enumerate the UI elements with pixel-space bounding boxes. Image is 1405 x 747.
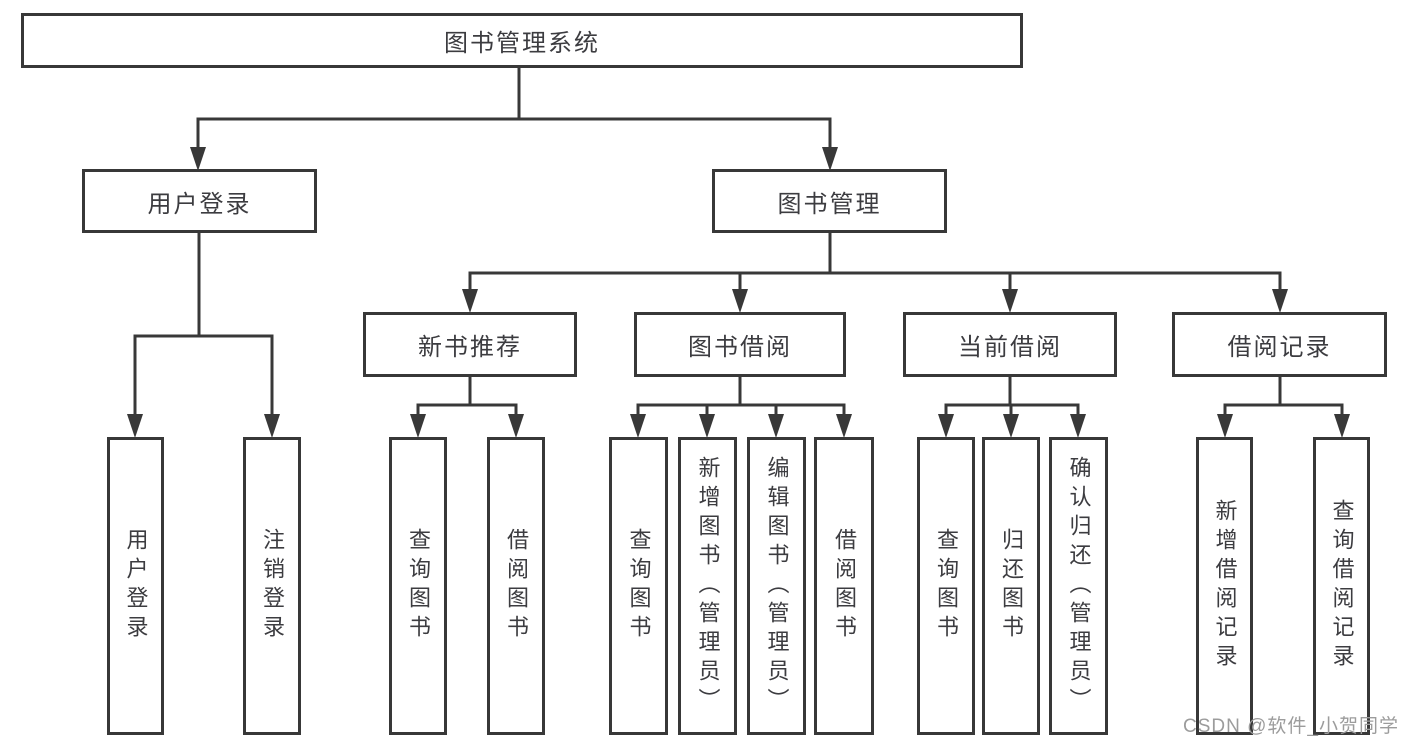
node-library-system: 图书管理系统 (21, 13, 1023, 68)
node-borrow-query-books: 查询图书 (609, 437, 668, 735)
csdn-watermark: CSDN @软件_小贺同学 (1183, 716, 1399, 737)
node-logout: 注销登录 (243, 437, 301, 735)
node-confirm-return-admin: 确认归还（管理员） (1049, 437, 1108, 735)
arrowheads (127, 147, 1350, 438)
node-label: 注销登录 (260, 528, 285, 644)
node-edit-books-admin: 编辑图书（管理员） (747, 437, 806, 735)
node-label: 查询图书 (406, 528, 431, 644)
node-label: 查询图书 (626, 528, 652, 644)
node-recommend-borrow-books: 借阅图书 (487, 437, 545, 735)
node-label: 新增图书（管理员） (695, 455, 721, 717)
node-label: 查询图书 (934, 528, 959, 644)
node-label: 编辑图书（管理员） (764, 455, 790, 717)
node-user-login: 用户登录 (107, 437, 164, 735)
node-label: 用户登录 (123, 528, 149, 644)
node-add-books-admin: 新增图书（管理员） (678, 437, 737, 735)
node-add-borrow-record: 新增借阅记录 (1196, 437, 1253, 735)
node-borrow-books: 借阅图书 (814, 437, 874, 735)
node-current-query-books: 查询图书 (917, 437, 975, 735)
node-label: 借阅图书 (504, 528, 529, 644)
node-return-books: 归还图书 (982, 437, 1040, 735)
node-label: 借阅图书 (832, 528, 857, 644)
node-label: 归还图书 (999, 528, 1024, 644)
node-label: 新增借阅记录 (1212, 499, 1238, 673)
node-current-borrow: 当前借阅 (903, 312, 1117, 377)
node-user-login-branch: 用户登录 (82, 169, 317, 233)
node-label: 确认归还（管理员） (1066, 455, 1092, 717)
node-query-borrow-record: 查询借阅记录 (1313, 437, 1370, 735)
node-new-book-recommend: 新书推荐 (363, 312, 577, 377)
node-book-management: 图书管理 (712, 169, 947, 233)
node-label: 查询借阅记录 (1329, 499, 1355, 673)
node-book-borrow: 图书借阅 (634, 312, 846, 377)
node-borrow-records: 借阅记录 (1172, 312, 1387, 377)
node-recommend-query-books: 查询图书 (389, 437, 447, 735)
